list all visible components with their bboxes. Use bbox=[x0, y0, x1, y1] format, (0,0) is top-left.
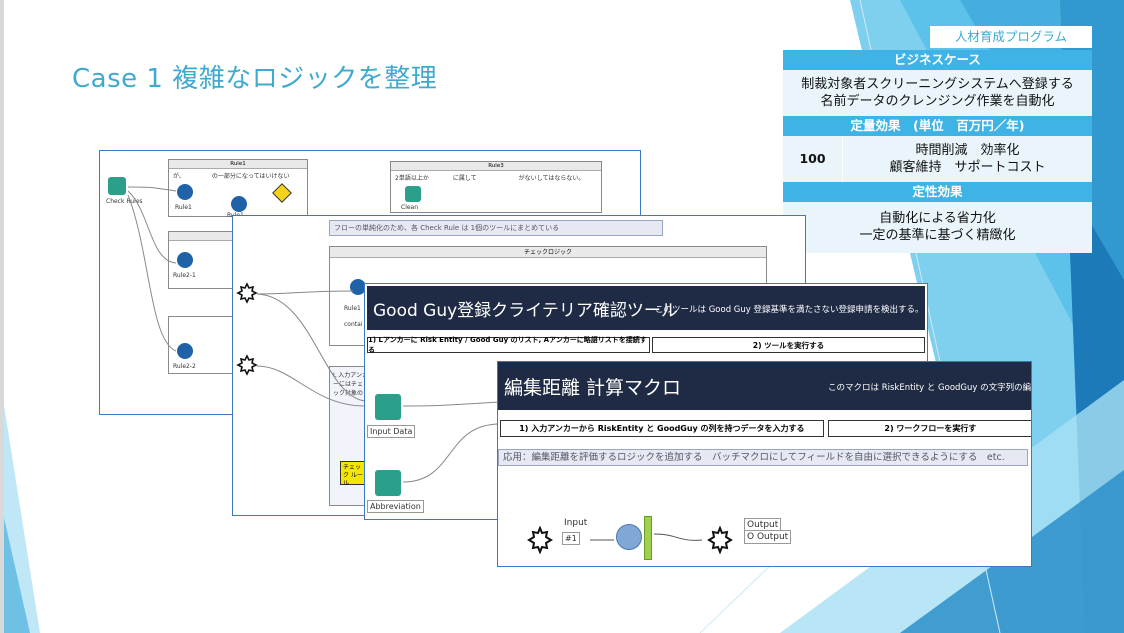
input-data-label: Input Data bbox=[367, 425, 416, 438]
qual-header: 定性効果 bbox=[783, 182, 1092, 202]
goodguy-step1: 1) Lアンカーに Risk Entity / Good Guy のリスト, A… bbox=[367, 336, 650, 354]
process-icon bbox=[616, 524, 642, 550]
formula-icon bbox=[231, 196, 247, 212]
macro-icon bbox=[236, 282, 258, 304]
goodguy-banner: Good Guy登録クライテリア確認ツール このツールは Good Guy 登録… bbox=[367, 286, 925, 330]
rule2-2-label: Rule2-2 bbox=[173, 363, 196, 370]
filter-icon bbox=[177, 184, 193, 200]
rule1-node-label: Rule1 bbox=[344, 305, 361, 312]
quant-header: 定量効果 (単位 百万円／年) bbox=[783, 116, 1092, 136]
check-rule-label: チェック ルール bbox=[340, 461, 366, 487]
qual-line2: 一定の基準に基づく精緻化 bbox=[859, 228, 1016, 243]
book-icon bbox=[108, 177, 126, 195]
qual-body: 自動化による省力化 一定の基準に基づく精緻化 bbox=[783, 202, 1092, 253]
left-rule bbox=[0, 0, 4, 633]
quant-line2: 顧客維持 サポートコスト bbox=[889, 160, 1046, 175]
rule3-container: Rule3 2単語以上か に属して がないしてはならない。 Clean bbox=[390, 161, 602, 213]
business-case-box: ビジネスケース 制裁対象者スクリーニングシステムへ登録する 名前データのクレンジ… bbox=[783, 50, 1092, 253]
program-tag: 人材育成プログラム bbox=[930, 26, 1092, 48]
connector-lines bbox=[127, 186, 177, 352]
goodguy-desc: このツールは Good Guy 登録基準を満たさない登録申請を検出する。 bbox=[655, 305, 924, 315]
qual-line1: 自動化による省力化 bbox=[879, 211, 996, 226]
rule1-header: Rule1 bbox=[169, 160, 307, 169]
goodguy-title: Good Guy登録クライテリア確認ツール bbox=[373, 301, 678, 321]
edit-distance-desc: このマクロは RiskEntity と GoodGuy の文字列の編 bbox=[828, 383, 1032, 393]
formula-icon bbox=[350, 279, 366, 295]
business-case-body: 制裁対象者スクリーニングシステムへ登録する 名前データのクレンジング作業を自動化 bbox=[783, 70, 1092, 116]
abbreviation-label: Abbreviation bbox=[367, 500, 424, 513]
edit-distance-step2: 2) ワークフローを実行す bbox=[827, 420, 1031, 437]
rule1-text: が、 の一部分になってはいけない bbox=[173, 173, 290, 180]
edit-distance-steps: 1) 入力アンカーから RiskEntity と GoodGuy の列を持つデー… bbox=[500, 420, 1031, 437]
output-anchor: O Output bbox=[744, 530, 792, 544]
rule1-node-label: Rule1 bbox=[175, 204, 192, 211]
book-icon bbox=[405, 186, 421, 202]
connector-lines bbox=[590, 533, 703, 541]
edit-distance-step1: 1) 入力アンカーから RiskEntity と GoodGuy の列を持つデー… bbox=[500, 420, 824, 437]
business-case-line2: 名前データのクレンジング作業を自動化 bbox=[820, 94, 1055, 109]
rule2-1-label: Rule2-1 bbox=[173, 272, 196, 279]
input-anchor: #1 bbox=[562, 532, 580, 545]
edit-distance-title: 編集距離 計算マクロ bbox=[504, 377, 682, 399]
book-icon bbox=[375, 394, 401, 420]
input-label: Input bbox=[562, 517, 590, 529]
macro-icon bbox=[527, 526, 553, 554]
page-title: Case 1 複雑なロジックを整理 bbox=[72, 64, 438, 94]
clean-label: Clean bbox=[401, 204, 419, 211]
connector-lines bbox=[256, 290, 366, 407]
quant-text: 時間削減 効率化 顧客維持 サポートコスト bbox=[843, 142, 1092, 176]
filter-icon bbox=[177, 252, 193, 268]
edit-distance-note: 応用：編集距離を評価するロジックを追加する バッチマクロにしてフィールドを自由に… bbox=[498, 449, 1028, 466]
quant-line1: 時間削減 効率化 bbox=[915, 143, 1020, 158]
rule3-text: 2単語以上か に属して がないしてはならない。 bbox=[395, 175, 585, 182]
goodguy-steps: 1) Lアンカーに Risk Entity / Good Guy のリスト, A… bbox=[367, 336, 925, 354]
macro-output-icon bbox=[707, 526, 733, 554]
check-rules-label: Check Rules bbox=[106, 198, 143, 205]
rule2-1-header bbox=[169, 232, 237, 241]
quant-row: 100 時間削減 効率化 顧客維持 サポートコスト bbox=[783, 136, 1092, 182]
anchor-strip bbox=[644, 516, 652, 560]
quant-value: 100 bbox=[783, 136, 843, 182]
workflow-screenshot-edit-distance: 編集距離 計算マクロ このマクロは RiskEntity と GoodGuy の… bbox=[497, 361, 1032, 567]
goodguy-step2: 2) ツールを実行する bbox=[651, 337, 925, 353]
connector-lines bbox=[402, 401, 501, 483]
business-case-line1: 制裁対象者スクリーニングシステムへ登録する bbox=[801, 77, 1074, 92]
rule2-1-container: Rule2-1 bbox=[168, 231, 238, 289]
contains-text: contai bbox=[344, 321, 363, 328]
rule3-header: Rule3 bbox=[391, 162, 601, 171]
macro-icon bbox=[236, 354, 258, 376]
filter-icon bbox=[177, 343, 193, 359]
check-logic-header: チェックロジック bbox=[330, 247, 766, 258]
simplify-note: フローの単純化のため、各 Check Rule は 1個のツールにまとめている bbox=[329, 220, 663, 236]
book-icon bbox=[375, 470, 401, 496]
edit-distance-banner: 編集距離 計算マクロ このマクロは RiskEntity と GoodGuy の… bbox=[498, 362, 1032, 410]
business-case-header: ビジネスケース bbox=[783, 50, 1092, 70]
